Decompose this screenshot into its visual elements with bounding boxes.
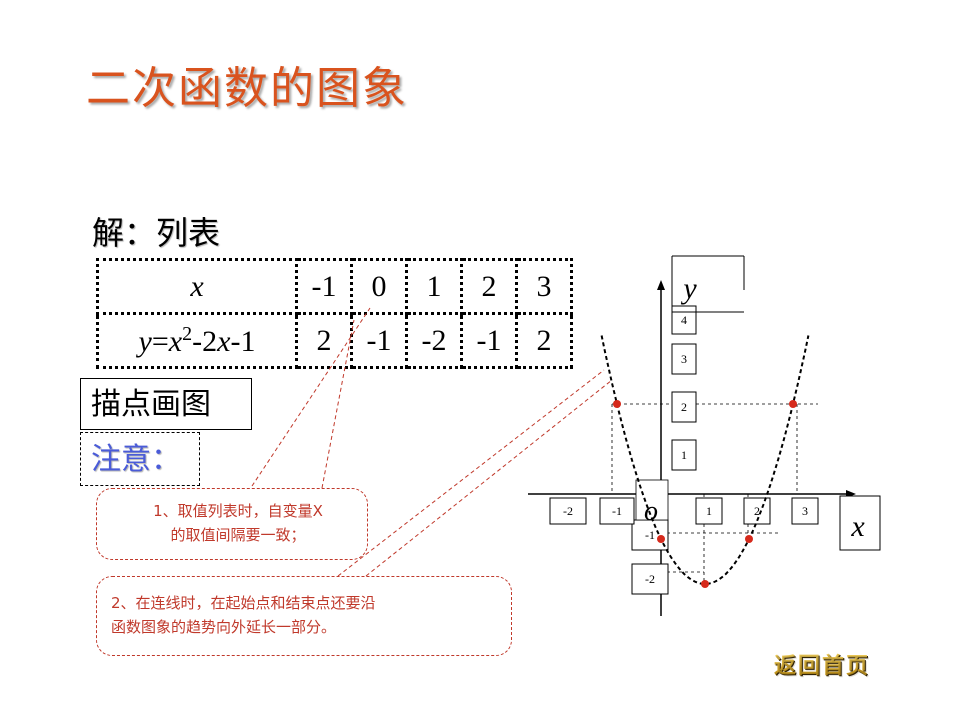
y-tick-label: 2	[681, 400, 687, 414]
table-cell: 1	[405, 258, 463, 315]
x-tick-label: -1	[612, 504, 622, 518]
table-head-equation: y=x2-2x-1	[96, 312, 298, 369]
plot-point	[789, 400, 797, 408]
table-row-y: y=x2-2x-1 2 -1 -2 -1 2	[96, 312, 573, 369]
y-tick-label: 3	[681, 352, 687, 366]
value-table: x -1 0 1 2 3 y=x2-2x-1 2 -1 -2 -1 2	[96, 258, 573, 369]
y-axis-arrow-icon	[657, 280, 665, 290]
y-tick-box	[671, 305, 697, 335]
y-axis-label: y	[680, 272, 697, 305]
plotted-points	[613, 400, 797, 588]
callout-line: 函数图象的趋势向外延长一部分。	[111, 618, 337, 636]
parabola-curve	[600, 335, 810, 586]
x-tick-label: 3	[802, 504, 808, 518]
x-tick-box	[549, 497, 587, 525]
y-tick-box	[671, 439, 697, 471]
plot-point	[745, 535, 753, 543]
page-title: 二次函数的图象	[86, 63, 408, 114]
callout-interval-note: 1、取值列表时，自变量X 的取值间隔要一致；	[96, 488, 368, 560]
y-tick-label: -2	[645, 572, 655, 586]
x-tick-label: -2	[563, 504, 573, 518]
x-tick-box	[695, 497, 723, 525]
plot-point	[701, 580, 709, 588]
x-tick-label: 1	[706, 504, 712, 518]
callout2-pointer	[365, 379, 613, 577]
callout-line: 的取值间隔要一致；	[170, 526, 306, 544]
table-cell: 3	[515, 258, 573, 315]
x-tick-box	[791, 497, 819, 525]
solution-label: 解：列表	[92, 214, 221, 252]
home-button[interactable]: 返回首页	[774, 648, 870, 680]
table-cell: -1	[460, 312, 518, 369]
callout-line: 2、在连线时，在起始点和结束点还要沿	[111, 594, 376, 612]
plot-points-button[interactable]: 描点画图	[80, 378, 252, 430]
table-cell: -1	[350, 312, 408, 369]
callout2-pointer	[337, 369, 605, 577]
y-tick-box	[671, 343, 697, 375]
x-label-box	[839, 495, 881, 551]
table-cell: 2	[460, 258, 518, 315]
table-cell: 2	[515, 312, 573, 369]
table-head-x: x	[96, 258, 298, 315]
y-tick-label: -1	[645, 528, 655, 542]
x-tick-box	[599, 497, 635, 525]
callout1-pointer	[321, 319, 355, 489]
y-tick-label: 4	[681, 313, 687, 327]
callout-extend-note: 2、在连线时，在起始点和结束点还要沿 函数图象的趋势向外延长一部分。	[96, 576, 512, 656]
x-axis-label: x	[850, 510, 865, 543]
table-cell: -2	[405, 312, 463, 369]
x-tick-label: 2	[754, 504, 760, 518]
plot-point	[657, 535, 665, 543]
y-tick-box	[631, 563, 669, 595]
callout-line: 1、取值列表时，自变量X	[153, 502, 323, 520]
note-label: 注意：	[80, 432, 200, 486]
origin-label: o	[644, 496, 658, 527]
y-tick-label: 1	[681, 448, 687, 462]
y-tick-box	[631, 519, 669, 551]
table-cell: -1	[295, 258, 353, 315]
table-cell: 0	[350, 258, 408, 315]
y-tick-box	[671, 391, 697, 423]
table-row-x: x -1 0 1 2 3	[96, 258, 573, 315]
callout1-pointer	[251, 307, 371, 487]
plot-point	[613, 400, 621, 408]
